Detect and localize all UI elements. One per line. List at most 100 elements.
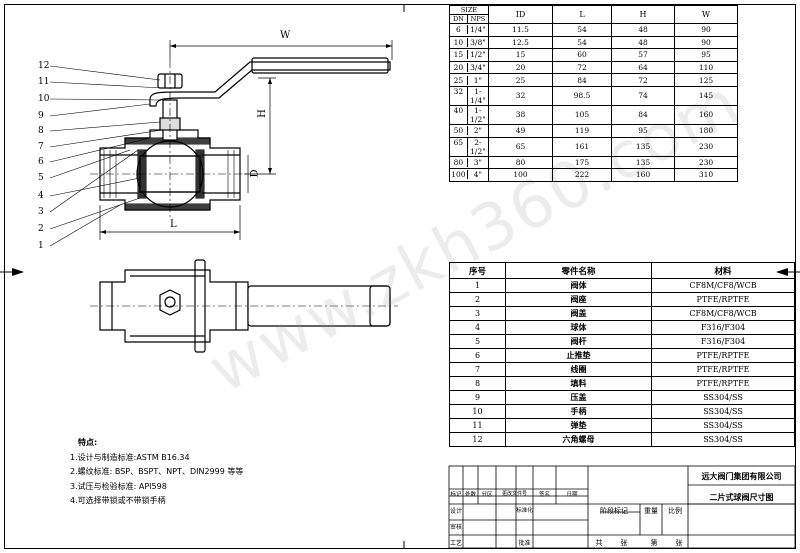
dn-value: 25 (450, 75, 468, 85)
label-stage-mark: 阶段标记 (600, 507, 628, 515)
id-value: 20 (488, 60, 553, 75)
dimension-arrows (100, 44, 392, 234)
l-value: 175 (552, 155, 612, 170)
part-name: 阀盖 (505, 306, 652, 321)
note-item: 2.螺纹标准: BSP、BSPT、NPT、DIN2999 等等 (70, 467, 244, 476)
w-value: 90 (674, 35, 738, 50)
part-material: F316/F304 (651, 334, 795, 349)
part-number: 7 (449, 362, 506, 377)
part-number: 3 (449, 306, 506, 321)
id-value: 65 (488, 136, 553, 157)
part-number: 1 (449, 278, 506, 293)
part-name: 压盖 (505, 390, 652, 405)
part-number: 9 (449, 390, 506, 405)
part-name: 六角螺母 (505, 432, 652, 447)
callout-number: 12 (38, 61, 50, 71)
dim-label-l: L (170, 219, 177, 230)
h-value: 57 (611, 48, 675, 62)
part-material: F316/F304 (651, 320, 795, 335)
dn-value: 65 (450, 137, 468, 156)
features-notes: 特点: 1.设计与制造标准:ASTM B16.34 2.螺纹标准: BSP、BS… (70, 436, 243, 509)
col-header-no: 序号 (449, 262, 506, 279)
note-item: 4.可选择带锁或不带锁手柄 (70, 496, 166, 505)
label-review: 审核 (449, 524, 462, 531)
note-item: 3.试压与检验标准: API598 (70, 481, 167, 491)
part-material: SS304/SS (651, 404, 795, 419)
h-value: 135 (611, 155, 675, 170)
nps-value: 1/4" (470, 25, 486, 35)
h-value: 160 (611, 168, 675, 182)
nps-value: 1-1/2" (470, 105, 486, 124)
label-sheets: 张 (620, 539, 628, 547)
l-value: 54 (552, 23, 612, 37)
id-value: 100 (488, 168, 553, 182)
l-value: 72 (552, 60, 612, 75)
w-value: 180 (674, 123, 738, 138)
label-scale: 比例 (668, 507, 682, 515)
callout-number: 1 (38, 241, 44, 251)
part-material: SS304/SS (651, 418, 795, 433)
part-name: 弹垫 (505, 418, 652, 433)
label-date: 日期 (566, 492, 578, 498)
w-value: 310 (674, 168, 738, 182)
id-value: 49 (488, 123, 553, 138)
nps-value: 3/8" (470, 37, 486, 47)
col-header-id: ID (488, 5, 553, 24)
w-value: 145 (674, 85, 738, 106)
label-count: 处数 (464, 492, 476, 498)
col-header-nps: NPS (470, 15, 486, 23)
size-header-cell: SIZE DN NPS (449, 5, 489, 24)
note-item: 1.设计与制造标准:ASTM B16.34 (70, 452, 190, 462)
drawing-frame (4, 4, 796, 549)
l-value: 60 (552, 48, 612, 62)
part-number: 4 (449, 320, 506, 335)
h-value: 48 (611, 35, 675, 50)
callout-number: 3 (38, 207, 44, 217)
dn-value: 50 (450, 126, 468, 136)
dn-value: 40 (450, 105, 468, 124)
part-number: 2 (449, 292, 506, 307)
part-number: 11 (449, 418, 506, 433)
label-change-doc: 更改文件号 (501, 491, 527, 497)
dn-value: 6 (450, 25, 468, 35)
part-material: CF8M/CF8/WCB (651, 306, 795, 321)
plan-view (90, 259, 398, 353)
dim-label-d: D (249, 169, 261, 178)
frame-arrow-left (12, 268, 24, 276)
label-process: 工艺 (449, 540, 462, 547)
part-number: 8 (449, 376, 506, 391)
callout-number: 9 (38, 111, 44, 121)
col-header-l: L (552, 5, 612, 24)
nps-value: 1-1/4" (470, 86, 486, 105)
nps-value: 3/4" (470, 63, 486, 73)
w-value: 160 (674, 104, 738, 125)
callout-number: 4 (38, 191, 44, 201)
dn-value: 15 (450, 50, 468, 60)
part-material: PTFE/RPTFE (651, 362, 795, 377)
w-value: 95 (674, 48, 738, 62)
label-sign: 签名 (538, 492, 550, 498)
id-value: 11.5 (488, 23, 553, 37)
label-weight: 重量 (644, 507, 658, 515)
w-value: 230 (674, 136, 738, 157)
l-value: 119 (552, 123, 612, 138)
part-name: 阀体 (505, 278, 652, 293)
